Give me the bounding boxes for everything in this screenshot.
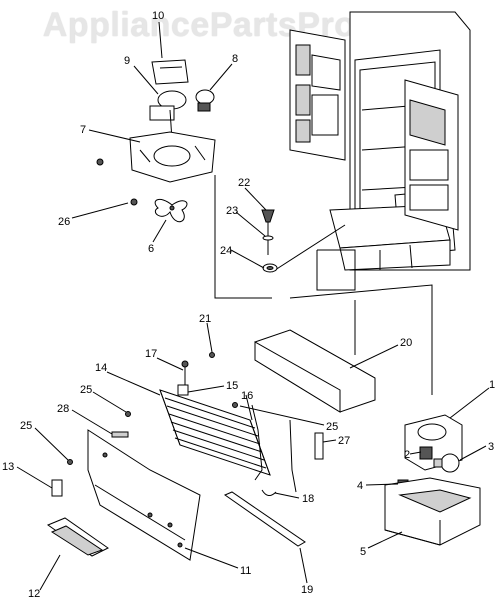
part-28-screw bbox=[111, 431, 129, 438]
callout-5: 5 bbox=[360, 546, 366, 558]
callout-15: 15 bbox=[226, 380, 238, 392]
part-24-grommet bbox=[262, 263, 278, 273]
part-16-tube bbox=[251, 404, 263, 481]
part-10-cover bbox=[151, 59, 189, 85]
part-13-clip bbox=[51, 479, 63, 497]
part-18-clip bbox=[261, 419, 297, 496]
part-15-bracket bbox=[177, 384, 189, 396]
callout-24: 24 bbox=[220, 245, 232, 257]
callout-18: 18 bbox=[302, 493, 314, 505]
callout-28: 28 bbox=[57, 403, 69, 415]
callout-4: 4 bbox=[357, 480, 363, 492]
callout-27: 27 bbox=[338, 435, 350, 447]
part-25-screws bbox=[67, 402, 238, 465]
callout-9: 9 bbox=[124, 55, 130, 67]
callout-14: 14 bbox=[95, 362, 107, 374]
part-20-drain-trough bbox=[254, 329, 376, 413]
part-3-bulb bbox=[433, 453, 460, 473]
part-23-screw bbox=[262, 222, 274, 255]
callout-25b: 25 bbox=[326, 421, 338, 433]
callout-2: 2 bbox=[404, 449, 410, 461]
callout-3: 3 bbox=[488, 441, 494, 453]
callout-19: 19 bbox=[301, 584, 313, 596]
part-27-tube bbox=[314, 432, 324, 460]
part-11-base-plate bbox=[87, 429, 201, 561]
callout-16: 16 bbox=[241, 390, 253, 402]
part-14-condenser bbox=[159, 389, 271, 476]
part-6-fan-blade bbox=[154, 198, 188, 223]
callout-11: 11 bbox=[240, 565, 251, 577]
callout-10: 10 bbox=[152, 10, 164, 22]
callout-1: 1 bbox=[489, 379, 495, 391]
callout-26: 26 bbox=[58, 216, 70, 228]
part-22-cap bbox=[261, 209, 275, 223]
part-7-fan-housing bbox=[129, 131, 216, 183]
part-17-screw bbox=[181, 360, 189, 385]
callout-21: 21 bbox=[199, 313, 211, 325]
part-19-strip bbox=[223, 491, 306, 547]
part-2-socket bbox=[419, 446, 433, 460]
part-5-tray bbox=[384, 477, 481, 546]
callout-25c: 25 bbox=[20, 420, 32, 432]
part-9-motor bbox=[149, 90, 187, 141]
callout-22: 22 bbox=[238, 177, 250, 189]
callout-25a: 25 bbox=[80, 384, 92, 396]
callout-23: 23 bbox=[226, 205, 238, 217]
part-8-thermostat bbox=[195, 89, 215, 112]
callout-6: 6 bbox=[148, 243, 154, 255]
leader-lines bbox=[16, 21, 490, 591]
left-door bbox=[289, 29, 346, 161]
callout-7: 7 bbox=[80, 124, 86, 136]
callout-17: 17 bbox=[145, 348, 157, 360]
part-26-screw bbox=[96, 158, 138, 206]
callout-20: 20 bbox=[400, 337, 412, 349]
part-12-grille bbox=[46, 517, 109, 557]
callout-13: 13 bbox=[2, 461, 14, 473]
part-21-screw bbox=[209, 352, 215, 358]
right-door bbox=[404, 79, 459, 231]
callout-12: 12 bbox=[28, 588, 40, 600]
callout-labels: 10 9 8 7 26 6 22 23 24 21 20 17 14 15 25… bbox=[2, 10, 495, 600]
callout-8: 8 bbox=[232, 53, 238, 65]
